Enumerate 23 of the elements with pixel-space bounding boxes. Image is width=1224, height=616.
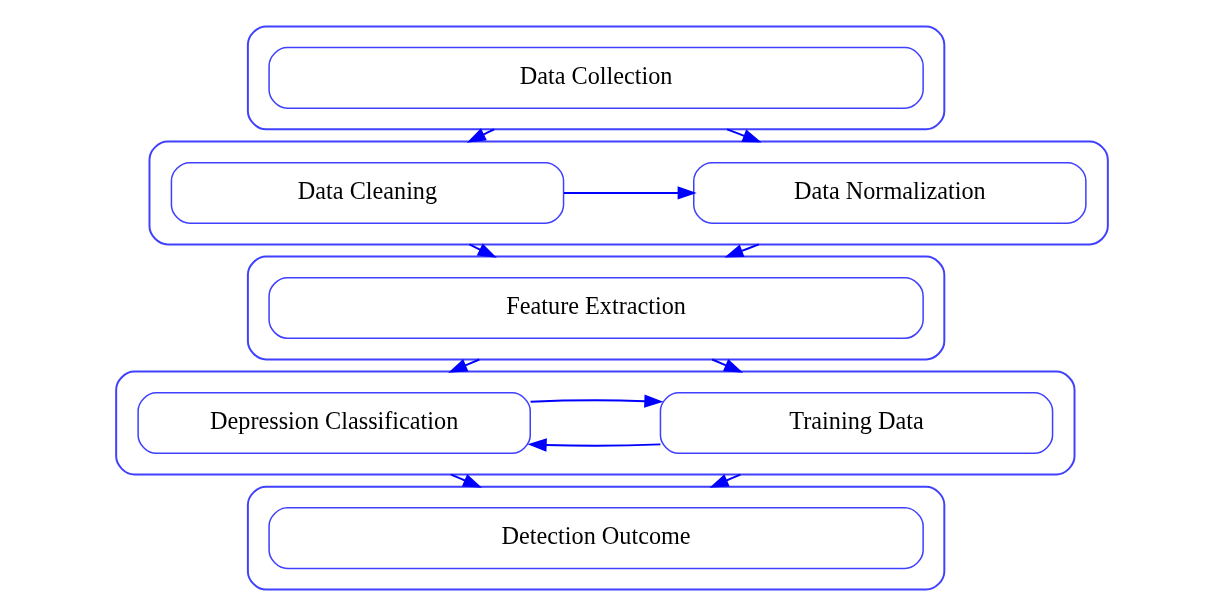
arrow xyxy=(448,358,481,373)
node-box: Training Data xyxy=(659,392,1054,455)
node-box: Feature Extraction xyxy=(268,276,924,340)
arrow xyxy=(529,394,664,408)
node-box: Data Normalization xyxy=(693,161,1087,224)
node-box: Detection Outcome xyxy=(268,507,924,570)
arrow xyxy=(562,186,697,200)
arrow xyxy=(709,473,742,488)
arrow xyxy=(527,438,662,452)
arrow xyxy=(724,243,760,258)
arrow xyxy=(726,128,762,143)
node-box: Data Cleaning xyxy=(170,161,565,224)
arrow xyxy=(466,128,496,143)
arrow xyxy=(711,358,744,373)
cluster xyxy=(246,25,946,131)
cluster xyxy=(246,485,946,591)
arrow xyxy=(450,473,483,488)
cluster xyxy=(246,255,946,361)
node-box: Depression Classification xyxy=(137,392,531,455)
arrow xyxy=(468,243,497,258)
node-box: Data Collection xyxy=(268,46,924,109)
cluster xyxy=(115,370,1076,476)
cluster xyxy=(148,140,1109,246)
